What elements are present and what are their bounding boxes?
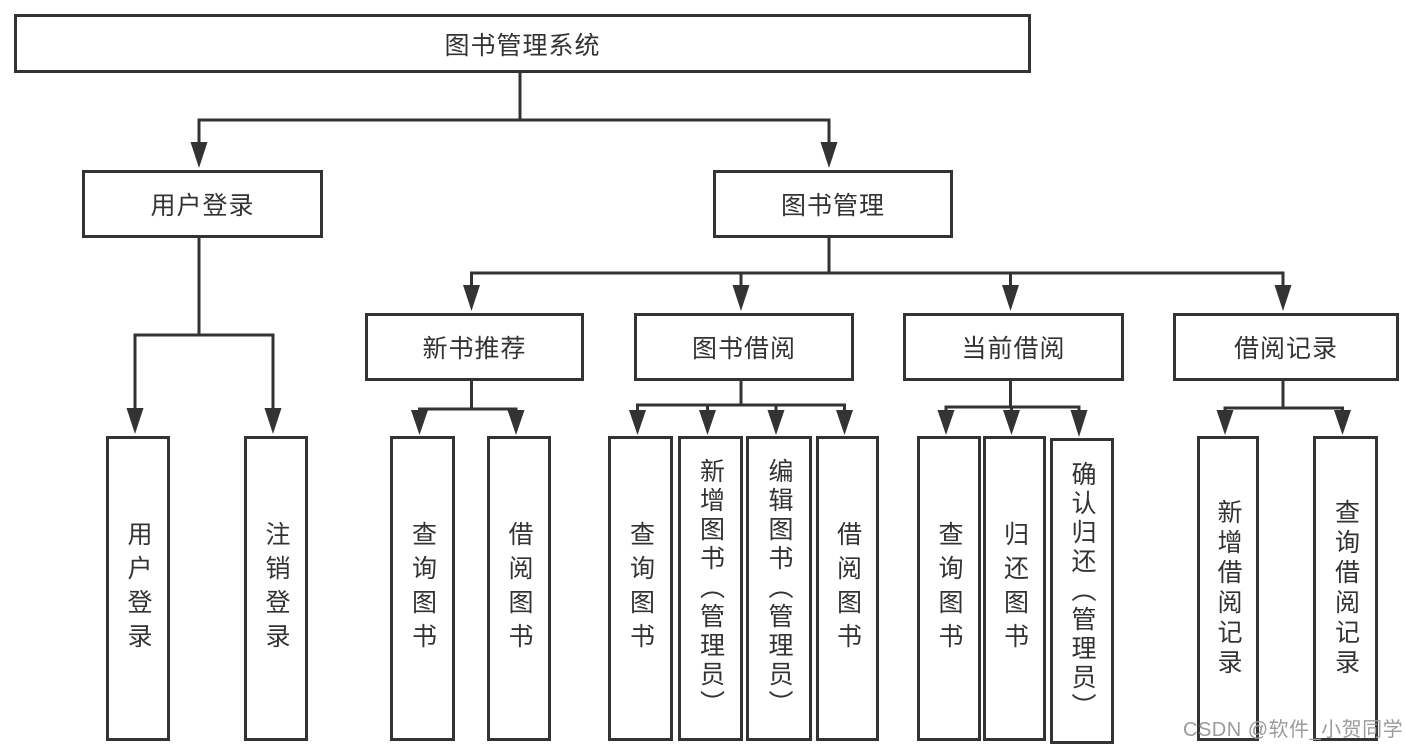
node-nbr-borrow-book-label: 借阅图书	[505, 520, 533, 657]
node-cb-query-book: 查询图书	[917, 436, 981, 741]
arrowhead	[820, 142, 838, 168]
node-br-add-record-label: 新增借阅记录	[1214, 498, 1242, 679]
arrowhead	[732, 285, 750, 311]
csdn-watermark: CSDN @软件_小贺同学	[1183, 719, 1404, 741]
arrowhead	[1216, 410, 1234, 435]
node-bb-query-book-label: 查询图书	[626, 520, 655, 657]
connector-borrow-records-children	[1216, 375, 1351, 435]
node-user-login-label: 用户登录	[150, 192, 255, 220]
node-logout-leaf-label: 注销登录	[262, 520, 290, 657]
node-new-book-recommend-label: 新书推荐	[422, 335, 527, 363]
node-bb-edit-book-admin: 编辑图书（管理员）	[746, 436, 812, 741]
arrowhead	[1334, 410, 1351, 435]
node-book-management-label: 图书管理	[780, 192, 885, 220]
arrowhead	[937, 410, 955, 435]
node-user-login-leaf-label: 用户登录	[124, 520, 152, 657]
connector-book-management-children	[463, 232, 1292, 311]
node-cb-confirm-return-admin-label: 确认归还（管理员）	[1068, 460, 1096, 722]
node-bb-borrow-book-label: 借阅图书	[833, 520, 862, 657]
node-cb-query-book-label: 查询图书	[935, 520, 963, 657]
node-cb-return-book-label: 归还图书	[1000, 520, 1029, 657]
node-borrow-records-label: 借阅记录	[1233, 335, 1338, 363]
arrowhead	[507, 410, 525, 435]
node-root-label: 图书管理系统	[444, 31, 601, 60]
node-book-management: 图书管理	[713, 170, 953, 238]
connector-book-borrow-children	[629, 375, 853, 435]
node-bb-query-book: 查询图书	[608, 436, 673, 741]
arrowhead	[767, 410, 785, 435]
connector-new-book-rec-children	[411, 375, 525, 435]
node-nbr-borrow-book: 借阅图书	[487, 436, 551, 741]
node-book-borrow: 图书借阅	[634, 313, 854, 381]
node-new-book-recommend: 新书推荐	[365, 313, 584, 381]
node-logout-leaf: 注销登录	[244, 436, 308, 741]
arrowhead	[1002, 285, 1019, 311]
node-current-borrow-label: 当前借阅	[961, 335, 1066, 363]
arrowhead	[264, 408, 282, 434]
connector-root-to-level2	[190, 66, 838, 168]
node-borrow-records: 借阅记录	[1173, 313, 1399, 381]
connector-current-borrow-children	[937, 375, 1088, 437]
arrowhead	[190, 142, 208, 168]
node-bb-add-book-admin: 新增图书（管理员）	[678, 436, 743, 741]
node-bb-edit-book-admin-label: 编辑图书（管理员）	[765, 458, 793, 719]
arrowhead	[1003, 410, 1020, 435]
node-user-login: 用户登录	[82, 170, 323, 238]
node-bb-borrow-book: 借阅图书	[816, 436, 879, 741]
node-cb-confirm-return-admin: 确认归还（管理员）	[1050, 438, 1114, 744]
arrowhead	[699, 410, 716, 435]
node-cb-return-book: 归还图书	[983, 436, 1046, 741]
node-nbr-query-book-label: 查询图书	[408, 520, 437, 657]
node-root: 图书管理系统	[14, 14, 1031, 73]
node-br-query-record-label: 查询借阅记录	[1331, 498, 1360, 679]
node-user-login-leaf: 用户登录	[106, 436, 170, 741]
node-nbr-query-book: 查询图书	[390, 436, 455, 741]
node-book-borrow-label: 图书借阅	[691, 335, 796, 363]
connector-user-login-children	[126, 232, 282, 434]
arrowhead	[1070, 410, 1088, 437]
arrowhead	[411, 410, 428, 435]
node-br-add-record: 新增借阅记录	[1197, 436, 1259, 741]
arrowhead	[1274, 285, 1292, 311]
arrowhead	[836, 410, 853, 435]
node-br-query-record: 查询借阅记录	[1313, 436, 1378, 741]
arrowhead	[629, 410, 646, 435]
node-bb-add-book-admin-label: 新增图书（管理员）	[696, 458, 725, 719]
arrowhead	[463, 285, 480, 311]
node-current-borrow: 当前借阅	[903, 313, 1124, 381]
arrowhead	[126, 408, 144, 434]
